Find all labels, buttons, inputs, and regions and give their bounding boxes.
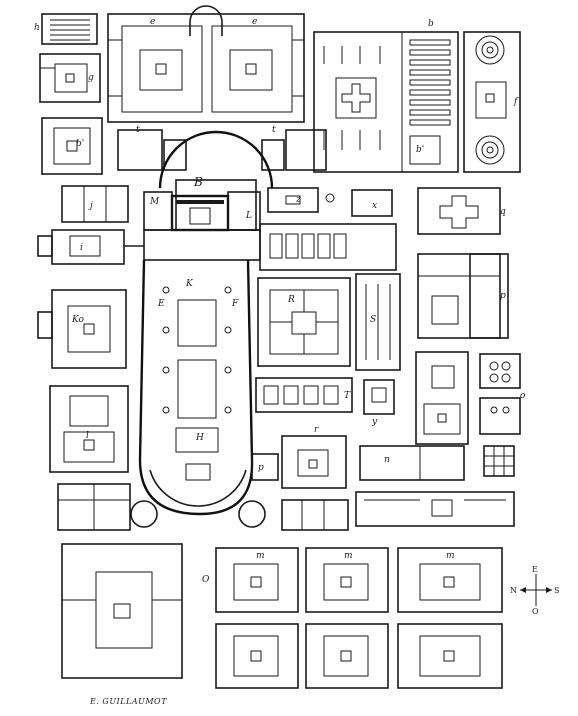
label-e-left: e — [150, 17, 155, 27]
label-T: T — [344, 391, 351, 401]
building-long-bottom-right — [355, 491, 515, 527]
building-b — [313, 31, 459, 173]
label-m-1: m — [256, 551, 265, 561]
signature: E. GUILLAUMOT — [89, 697, 167, 706]
label-M: M — [149, 197, 160, 207]
label-P: p — [500, 291, 506, 301]
building-grid-small — [483, 445, 515, 477]
building-P — [417, 253, 509, 339]
building-m-1 — [215, 547, 299, 613]
label-S: S — [370, 315, 376, 325]
label-q: q — [500, 207, 506, 217]
compass-north: N — [510, 586, 517, 595]
cloister-R — [257, 277, 351, 367]
label-j: j — [88, 201, 93, 211]
building-U — [255, 377, 353, 413]
building-T — [259, 223, 397, 271]
label-n: n — [384, 455, 390, 465]
building-f — [463, 31, 521, 173]
label-t-left: t — [136, 125, 140, 135]
label-e-right: e — [252, 17, 257, 27]
label-g: g — [88, 73, 94, 83]
label-b: b — [428, 19, 434, 29]
label-B: B — [193, 175, 203, 189]
label-K-church: K — [185, 279, 194, 289]
nave-columns — [162, 286, 232, 414]
label-x: x — [372, 201, 377, 211]
building-m-3 — [397, 547, 503, 613]
label-l: l — [86, 431, 89, 441]
building-t-left — [117, 129, 187, 171]
building-j — [61, 185, 129, 223]
building-r — [281, 435, 347, 489]
building-O-enclosure — [61, 543, 183, 679]
label-Ko: Ko — [71, 315, 84, 325]
beds-b — [409, 39, 451, 126]
building-h — [41, 13, 98, 45]
label-y: y — [371, 417, 378, 427]
label-i: i — [80, 243, 83, 253]
label-m-2: m — [344, 551, 353, 561]
building-o — [479, 353, 521, 435]
label-m-3: m — [446, 551, 455, 561]
building-n-complex — [415, 351, 469, 445]
building-n — [359, 445, 465, 481]
compass-west: O — [532, 607, 539, 616]
building-bottom-left-small — [57, 483, 131, 531]
building-x — [351, 189, 393, 217]
building-e — [107, 5, 305, 123]
label-o: o — [520, 391, 526, 401]
label-O: O — [202, 575, 210, 585]
label-r: r — [314, 425, 319, 435]
building-m-2 — [305, 547, 389, 613]
building-q — [417, 187, 501, 235]
compass-east: E — [532, 565, 538, 574]
building-l — [49, 385, 129, 473]
label-R: R — [287, 295, 295, 305]
label-F: F — [231, 299, 239, 309]
building-z — [267, 187, 335, 213]
label-t-right: t — [272, 125, 276, 135]
building-bottom-2 — [305, 623, 389, 689]
building-bottom-3 — [397, 623, 503, 689]
building-r-lower — [281, 499, 349, 531]
building-S — [355, 273, 401, 371]
building-K — [37, 289, 127, 369]
building-t-right — [261, 129, 327, 171]
label-b-prime-left: b' — [76, 139, 84, 149]
building-v — [363, 379, 395, 415]
label-f: f — [513, 97, 519, 107]
tables-b — [323, 46, 381, 150]
compass-south: S — [554, 586, 559, 595]
church — [130, 130, 274, 528]
building-bottom-1 — [215, 623, 299, 689]
label-b-prime-right: b' — [416, 145, 424, 155]
label-H: H — [195, 433, 204, 443]
label-p: p — [258, 463, 264, 473]
building-i — [37, 229, 144, 265]
building-b-prime — [41, 117, 103, 175]
label-z: z — [295, 195, 301, 205]
building-g — [39, 53, 101, 103]
label-E: E — [157, 299, 165, 309]
building-p — [251, 453, 279, 481]
label-h: h — [34, 23, 40, 33]
label-L: L — [245, 211, 252, 221]
compass-rose — [520, 574, 552, 606]
